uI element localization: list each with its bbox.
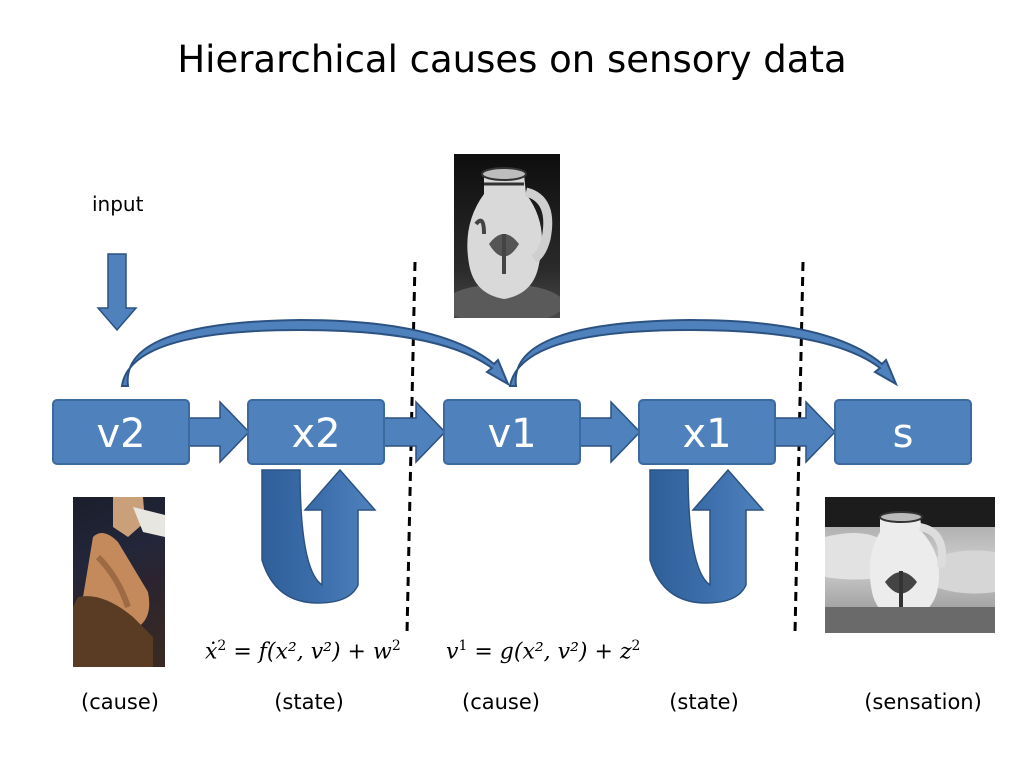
box-v2: v2 [52,399,190,465]
box-v1: v1 [443,399,581,465]
box-x2: x2 [247,399,385,465]
caption-state-x1: (state) [669,690,739,714]
cause-eq-noise: z [619,639,632,665]
separator-line-1 [405,261,417,634]
state-eq-fn: f [258,639,267,665]
state-eq-args: (x², v²) [266,639,341,665]
slide-title: Hierarchical causes on sensory data [177,38,847,81]
caption-state-x2: (state) [274,690,344,714]
box-s-label: s [893,411,914,457]
input-label: input [92,192,144,216]
cause-equation: v1 = g(x², v²) + z2 [446,638,640,664]
cause-eq-lhs: v [446,639,459,665]
state-eq-lhs-sup: 2 [217,638,227,654]
self-loop-x2 [261,468,377,604]
cause-eq-fn: g [499,639,514,665]
state-eq-plus: + [340,639,373,665]
state-eq-lhs: ẋ [205,639,218,665]
caption-cause-v1: (cause) [462,690,540,714]
box-v2-label: v2 [96,411,145,457]
state-eq-op: = [226,639,259,665]
box-v1-label: v1 [487,411,536,457]
input-arrow [96,253,138,332]
caption-cause-v2: (cause) [81,690,159,714]
curved-arrow-v1-s [508,318,899,387]
box-x1-label: x1 [682,411,731,457]
jug-photo [454,154,560,318]
arrow-v2-x2 [185,400,251,464]
self-loop-x1 [649,468,765,604]
arrow-x2-v1 [381,400,447,464]
box-x2-label: x2 [291,411,340,457]
arrow-x1-s [771,400,837,464]
hand-jug-photo [825,497,995,633]
state-equation: ẋ2 = f(x², v²) + w2 [205,638,401,664]
box-s: s [834,399,972,465]
cause-eq-args: (x², v²) [513,639,588,665]
cause-eq-lhs-sup: 1 [458,638,468,654]
state-eq-noise: w [372,639,392,665]
curved-arrow-v2-v1 [120,318,511,387]
separator-line-2 [793,261,805,634]
person-photo [73,497,165,667]
cause-eq-op: = [467,639,500,665]
state-eq-noise-sup: 2 [391,638,401,654]
caption-sensation: (sensation) [864,690,982,714]
cause-eq-plus: + [587,639,620,665]
cause-eq-noise-sup: 2 [631,638,641,654]
box-x1: x1 [638,399,776,465]
arrow-v1-x1 [576,400,642,464]
